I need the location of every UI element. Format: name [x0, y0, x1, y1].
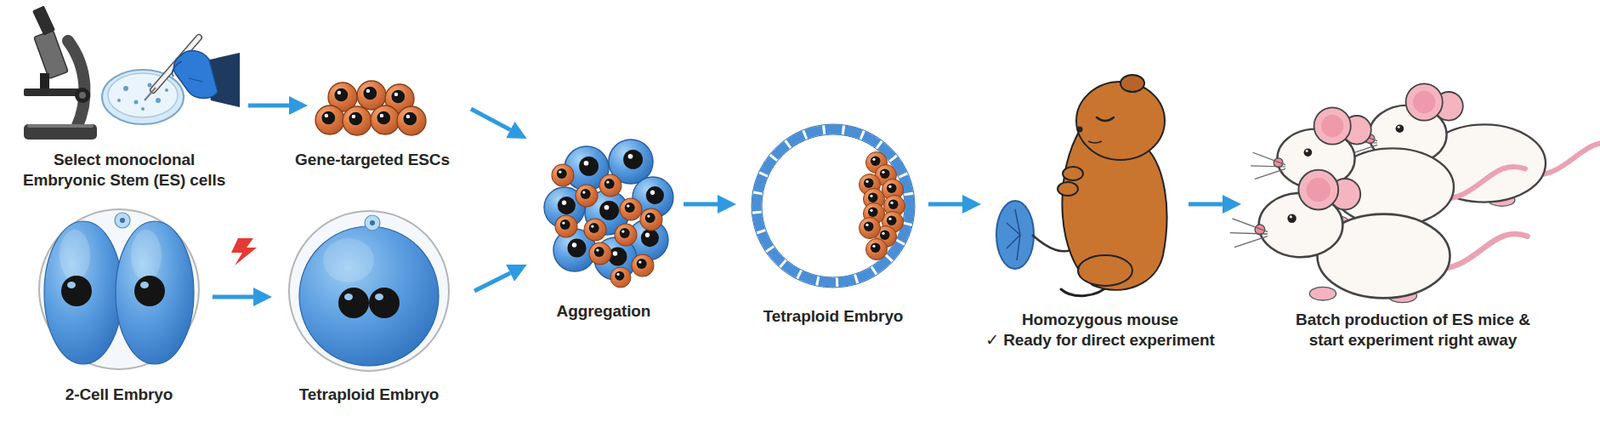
- microscope: [23, 5, 97, 140]
- stage-node: 2-Cell Embryo: [34, 204, 205, 405]
- stage-node: Homozygous mouse✓ Ready for direct exper…: [969, 68, 1232, 351]
- mice: [1230, 83, 1600, 302]
- petri-dish: [102, 69, 184, 125]
- blastocyst: [751, 124, 915, 288]
- stage-label: Tetraploid Embryo: [283, 384, 454, 405]
- stage-label: Homozygous mouse: [969, 309, 1232, 330]
- stage-label: Gene-targeted ESCs: [283, 149, 462, 171]
- stage-node: Select monoclonal Embryonic Stem (ES) ce…: [13, 0, 235, 191]
- stage-node: Batch production of ES mice & start expe…: [1285, 68, 1541, 351]
- stage-label: Batch production of ES mice & start expe…: [1285, 309, 1541, 351]
- esc-cluster: [315, 80, 426, 136]
- stage-node: Tetraploid Embryo: [283, 204, 454, 405]
- pipette-hand: [144, 37, 240, 108]
- stage-label: Tetraploid Embryo: [748, 306, 919, 327]
- aggregate-cluster: [544, 139, 674, 288]
- flow-arrow: [212, 295, 254, 300]
- flow-arrow: [248, 103, 290, 108]
- stage-label: Aggregation: [535, 300, 672, 322]
- stage-label: ✓ Ready for direct experiment: [969, 329, 1232, 351]
- lightning-bolt: [231, 238, 257, 266]
- flow-arrow: [470, 108, 511, 131]
- tetraploid-embryo: [289, 210, 449, 371]
- stage-label: Select monoclonal Embryonic Stem (ES) ce…: [13, 149, 235, 191]
- stage-node: Aggregation: [535, 136, 672, 322]
- flow-arrow: [683, 202, 718, 207]
- pup: [996, 74, 1167, 296]
- flow-arrow: [474, 272, 511, 291]
- flow-arrow: [1188, 202, 1223, 207]
- stage-node: Gene-targeted ESCs: [283, 74, 462, 171]
- stage-node: Tetraploid Embryo: [748, 119, 919, 327]
- two-cell-embryo: [39, 209, 199, 369]
- stage-label: 2-Cell Embryo: [34, 384, 205, 405]
- flow-arrow: [928, 202, 963, 207]
